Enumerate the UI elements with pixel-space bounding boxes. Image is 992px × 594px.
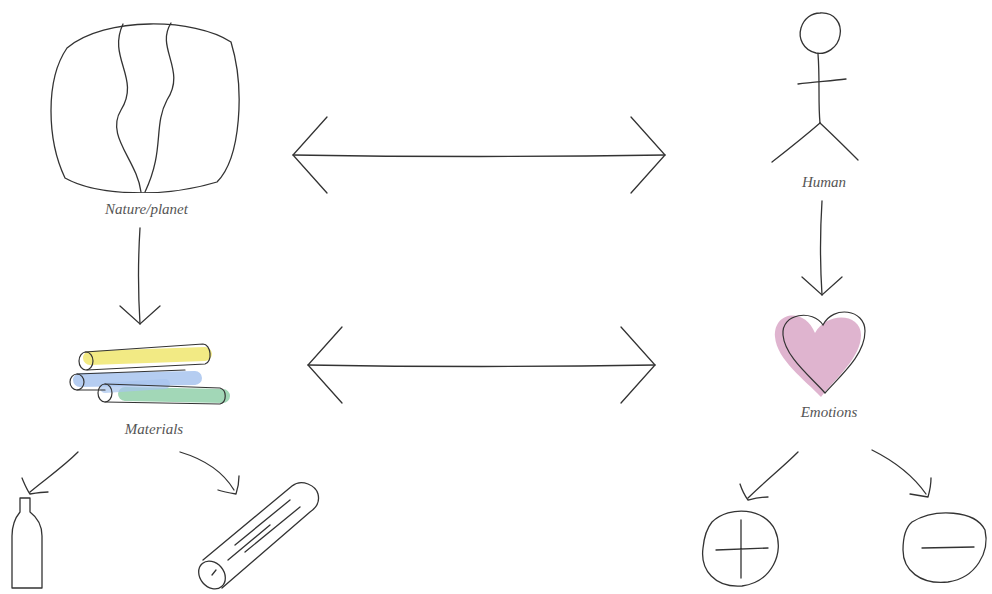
plus-symbol: [703, 511, 779, 586]
materials-icon: [65, 338, 235, 413]
connector-arrow: [293, 117, 665, 193]
minus-symbol: [903, 513, 986, 582]
bottle-icon: [12, 498, 42, 588]
connector-arrow: [120, 228, 160, 324]
concept-node: Materials: [65, 338, 243, 440]
connector-arrow: [308, 327, 655, 403]
log-icon: [193, 483, 318, 594]
stick-figure: [760, 8, 880, 168]
concept-node: Human: [760, 8, 888, 193]
connector-arrow: [802, 201, 842, 295]
branch-arrow: [740, 452, 798, 500]
concept-node: Emotions: [765, 305, 893, 423]
node-label: Materials: [65, 420, 243, 438]
node-label: Emotions: [765, 403, 893, 421]
branch-arrow: [22, 452, 78, 494]
branch-arrow: [180, 452, 239, 494]
heart-icon: [765, 305, 885, 400]
node-label: Nature/planet: [45, 200, 248, 218]
globe-icon: [45, 18, 240, 193]
node-label: Human: [760, 173, 888, 191]
branch-arrow: [872, 450, 931, 497]
concept-node: Nature/planet: [45, 18, 248, 220]
